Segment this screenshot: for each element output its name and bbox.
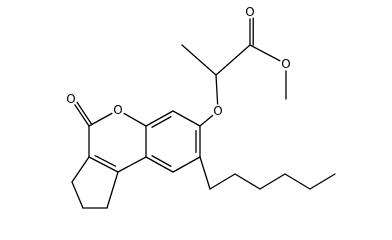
bond-ce-oe2	[249, 44, 287, 65]
atom-label-o-carbonyl: O	[66, 92, 75, 106]
atom-label-layer: O O O O O	[64, 5, 293, 118]
bond-h2-h3	[234, 173, 261, 190]
bond-c4a-c4b	[117, 156, 147, 173]
atom-label-background	[279, 57, 293, 71]
bond-c8a-c7	[145, 110, 174, 127]
bond-cp1-cp2	[71, 181, 84, 209]
bond-c4c-cp1	[71, 156, 90, 183]
bond-h5-h6	[309, 173, 336, 190]
bond-c8a-c7-inner	[151, 116, 172, 128]
bond-h4-h5	[284, 173, 311, 190]
atom-label-background	[243, 5, 257, 19]
atom-label-background	[111, 103, 125, 117]
atom-label-o-ether: O	[213, 104, 222, 118]
bond-h3-h4	[259, 173, 286, 190]
bond-c7-c6	[172, 110, 201, 127]
bond-c4-c4a-inner	[151, 155, 172, 167]
bond-ca-me1	[181, 44, 217, 76]
atom-label-background	[211, 104, 225, 118]
bond-c5-h1	[199, 156, 211, 190]
atom-label-o-ester-carbonyl: O	[245, 5, 254, 19]
structure-diagram: O O O O O	[64, 5, 336, 209]
bond-c4-c4a	[145, 156, 174, 173]
bond-cp3-c4b	[106, 171, 119, 209]
atom-label-background	[64, 92, 78, 106]
bond-layer	[70, 11, 336, 209]
bond-ca-ce	[215, 44, 251, 76]
bond-c5-c4	[172, 156, 201, 173]
bond-c4b-c4c	[88, 156, 119, 173]
atom-label-o-ester-methoxy: O	[281, 57, 290, 71]
bond-c4b-c4c-inner	[94, 155, 117, 167]
bond-h1-h2	[209, 173, 236, 190]
atom-label-o-ring: O	[113, 103, 122, 117]
